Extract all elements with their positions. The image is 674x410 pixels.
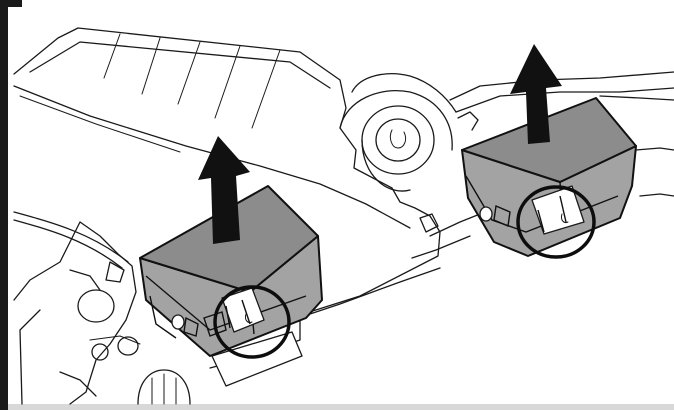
left-callout-circle bbox=[213, 285, 291, 359]
roller bbox=[361, 105, 435, 192]
machine-housing bbox=[13, 27, 674, 369]
lower-mechanism bbox=[13, 221, 191, 405]
cable bbox=[13, 211, 129, 269]
right-part bbox=[461, 97, 637, 259]
right-up-arrow bbox=[510, 44, 562, 144]
right-callout-circle bbox=[516, 185, 596, 259]
left-up-arrow bbox=[198, 136, 250, 244]
